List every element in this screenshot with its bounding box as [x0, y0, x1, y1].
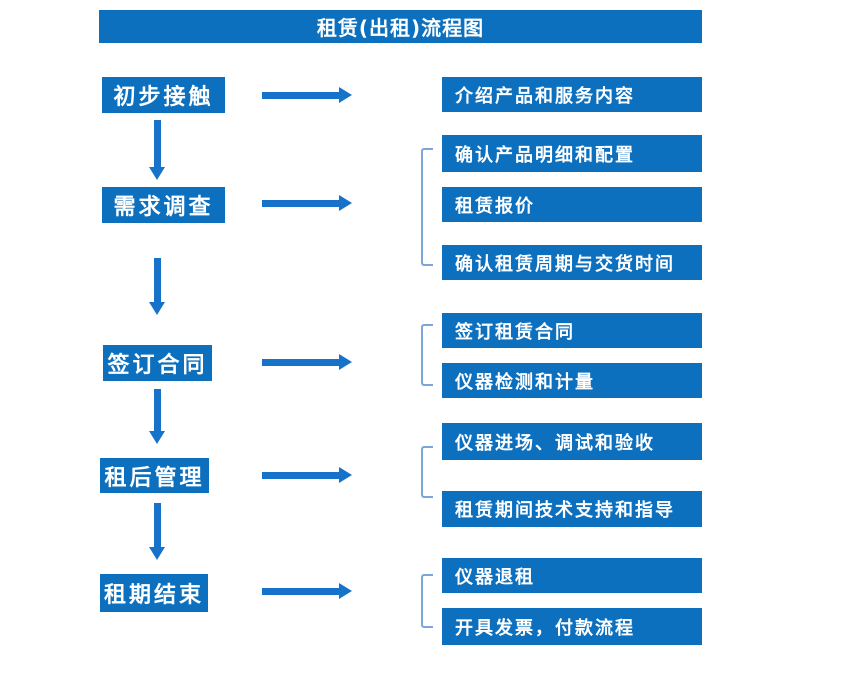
detail-box-instrument-setup: 仪器进场、调试和验收	[442, 423, 702, 460]
bracket-icon	[421, 446, 433, 498]
detail-box-instrument-return: 仪器退租	[442, 558, 702, 593]
arrow-right-icon	[262, 467, 352, 483]
step-box-sign-contract: 签订合同	[103, 345, 212, 381]
detail-box-instrument-testing: 仪器检测和计量	[442, 363, 702, 398]
bracket-icon	[421, 324, 433, 386]
bracket-icon	[421, 574, 433, 628]
step-box-lease-end: 租期结束	[100, 574, 208, 612]
arrow-down-icon	[149, 389, 165, 444]
arrow-right-icon	[262, 583, 352, 599]
arrow-down-icon	[149, 503, 165, 560]
step-box-post-rental-management: 租后管理	[100, 458, 209, 493]
step-box-demand-survey: 需求调查	[102, 187, 225, 223]
bracket-icon	[421, 148, 433, 266]
detail-box-invoice-payment: 开具发票，付款流程	[442, 608, 702, 645]
arrow-down-icon	[149, 258, 165, 315]
flowchart-title: 租赁(出租)流程图	[99, 10, 702, 43]
detail-box-sign-rental-contract: 签订租赁合同	[442, 313, 702, 348]
step-box-initial-contact: 初步接触	[102, 77, 225, 113]
detail-box-rental-quote: 租赁报价	[442, 187, 702, 222]
detail-box-confirm-rental-period: 确认租赁周期与交货时间	[442, 245, 702, 280]
arrow-down-icon	[149, 120, 165, 180]
arrow-right-icon	[262, 354, 352, 370]
arrow-right-icon	[262, 195, 352, 211]
arrow-right-icon	[262, 87, 352, 103]
detail-box-confirm-product-details: 确认产品明细和配置	[442, 135, 702, 172]
detail-box-introduce-products: 介绍产品和服务内容	[442, 77, 702, 112]
detail-box-technical-support: 租赁期间技术支持和指导	[442, 491, 702, 527]
